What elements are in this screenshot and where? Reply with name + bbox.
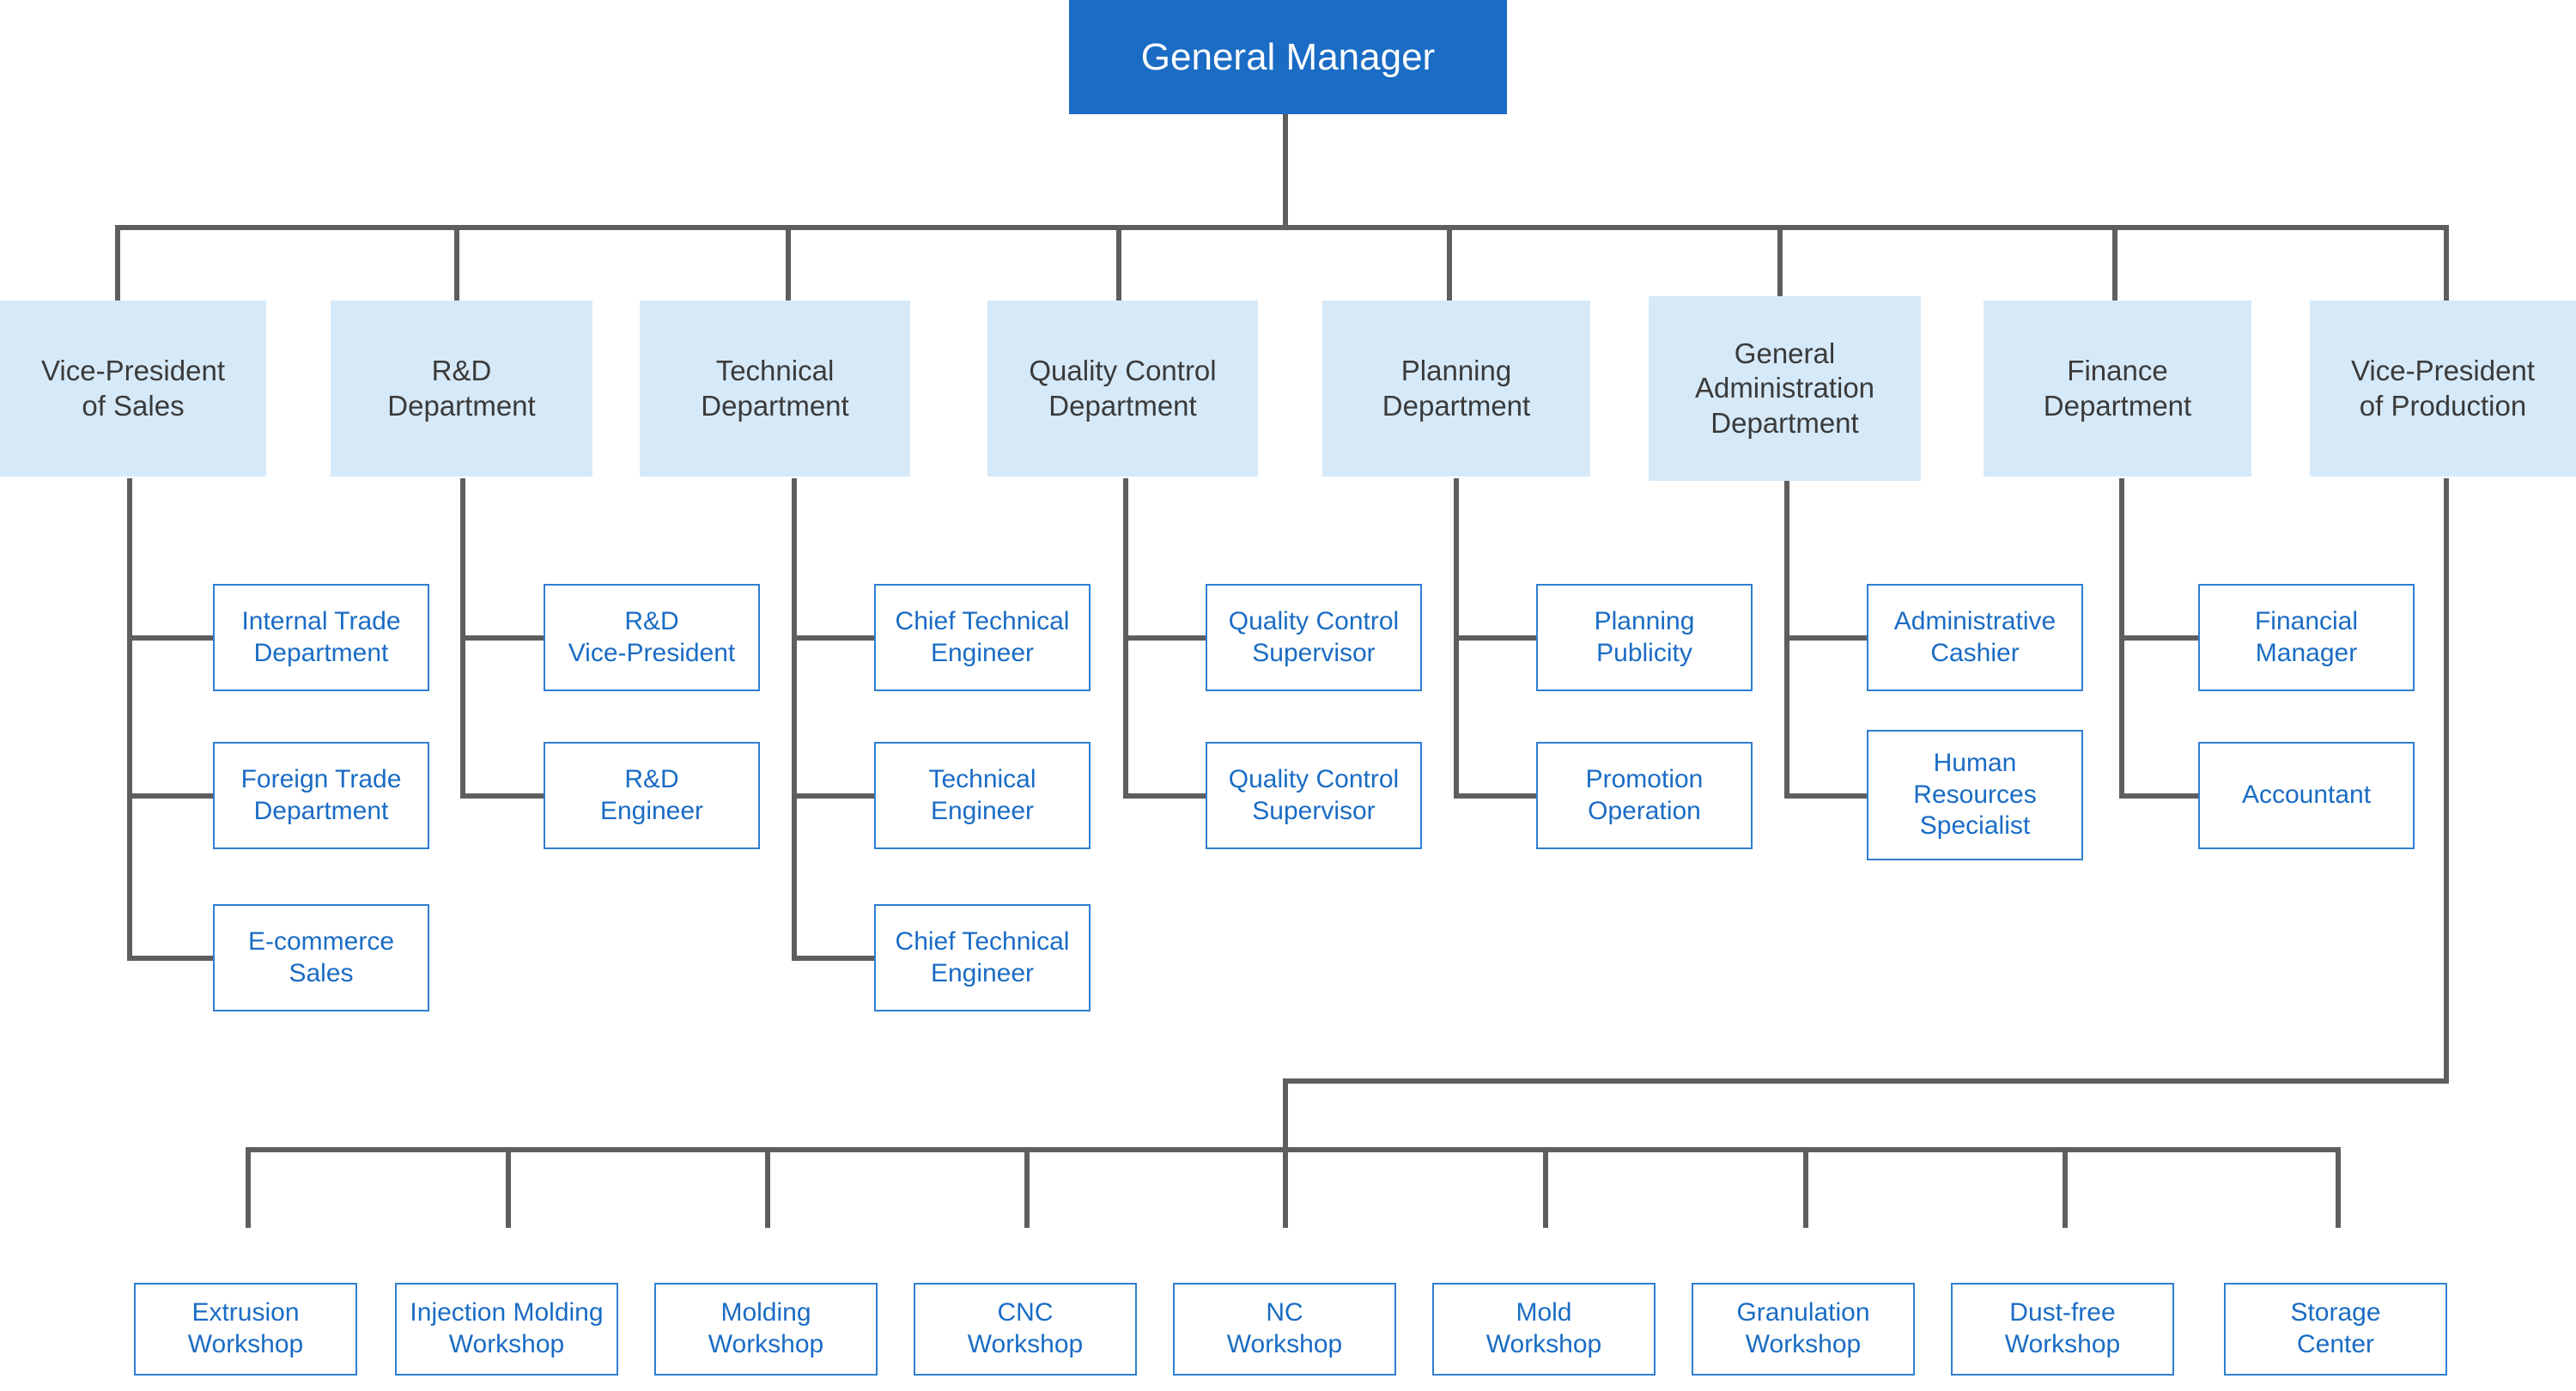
connector-stub-finance — [2112, 225, 2117, 301]
connector-spine-vp-production — [2444, 478, 2449, 1084]
node-dust-free-workshop[interactable]: Dust-free Workshop — [1951, 1283, 2174, 1376]
node-quality-control-supervisor-1[interactable]: Quality Control Supervisor — [1206, 584, 1422, 691]
connector-stub-injection-molding-workshop — [506, 1147, 511, 1228]
node-planning-publicity[interactable]: Planning Publicity — [1536, 584, 1753, 691]
node-accountant[interactable]: Accountant — [2198, 742, 2415, 849]
node-quality-control-department[interactable]: Quality Control Department — [987, 301, 1258, 477]
node-technical-department[interactable]: Technical Department — [640, 301, 910, 477]
connector-branch-rd-engineer — [460, 793, 546, 799]
connector-branch-ecommerce-sales — [127, 956, 213, 961]
node-ecommerce-sales[interactable]: E-commerce Sales — [213, 904, 429, 1011]
connector-branch-chief-technical-engineer-1 — [792, 635, 878, 641]
connector-workshop-bus — [246, 1147, 2341, 1152]
connector-stub-dust-free-workshop — [2063, 1147, 2068, 1228]
connector-branch-technical-engineer — [792, 793, 878, 799]
connector-branch-administrative-cashier — [1784, 635, 1870, 641]
node-rd-vice-president[interactable]: R&D Vice-President — [544, 584, 760, 691]
connector-branch-planning-publicity — [1454, 635, 1540, 641]
node-granulation-workshop[interactable]: Granulation Workshop — [1692, 1283, 1915, 1376]
node-general-manager[interactable]: General Manager — [1069, 0, 1507, 114]
node-chief-technical-engineer-1[interactable]: Chief Technical Engineer — [874, 584, 1091, 691]
connector-spine-vp-sales — [127, 478, 132, 961]
connector-branch-qc-supervisor-2 — [1123, 793, 1209, 799]
connector-branch-internal-trade — [127, 635, 213, 641]
connector-stub-planning — [1447, 225, 1452, 301]
node-financial-manager[interactable]: Financial Manager — [2198, 584, 2415, 691]
connector-branch-financial-manager — [2119, 635, 2205, 641]
connector-stub-storage-center — [2336, 1147, 2341, 1228]
node-technical-engineer[interactable]: Technical Engineer — [874, 742, 1091, 849]
connector-root-stem — [1283, 114, 1288, 228]
node-foreign-trade-department[interactable]: Foreign Trade Department — [213, 742, 429, 849]
node-planning-department[interactable]: Planning Department — [1322, 301, 1590, 477]
node-mold-workshop[interactable]: Mold Workshop — [1432, 1283, 1656, 1376]
node-molding-workshop[interactable]: Molding Workshop — [654, 1283, 878, 1376]
node-cnc-workshop[interactable]: CNC Workshop — [914, 1283, 1137, 1376]
node-promotion-operation[interactable]: Promotion Operation — [1536, 742, 1753, 849]
connector-branch-foreign-trade — [127, 793, 213, 799]
node-vice-president-of-sales[interactable]: Vice-President of Sales — [0, 301, 266, 477]
connector-stub-nc-workshop — [1283, 1147, 1288, 1228]
connector-stub-cnc-workshop — [1024, 1147, 1030, 1228]
connector-production-elbow-horizontal — [1283, 1078, 2449, 1084]
connector-branch-accountant — [2119, 793, 2205, 799]
node-extrusion-workshop[interactable]: Extrusion Workshop — [134, 1283, 357, 1376]
node-rd-department[interactable]: R&D Department — [331, 301, 592, 477]
node-storage-center[interactable]: Storage Center — [2224, 1283, 2447, 1376]
connector-branch-hr-specialist — [1784, 793, 1870, 799]
connector-spine-technical — [792, 478, 797, 961]
connector-branch-promotion-operation — [1454, 793, 1540, 799]
node-vice-president-of-production[interactable]: Vice-President of Production — [2310, 301, 2576, 477]
connector-stub-vp-sales — [115, 225, 120, 301]
connector-stub-granulation-workshop — [1803, 1147, 1808, 1228]
node-administrative-cashier[interactable]: Administrative Cashier — [1867, 584, 2083, 691]
connector-branch-chief-technical-engineer-2 — [792, 956, 878, 961]
node-general-administration-department[interactable]: General Administration Department — [1649, 296, 1921, 481]
connector-stub-rd — [454, 225, 459, 301]
connector-level1-bus — [115, 225, 2449, 230]
node-injection-molding-workshop[interactable]: Injection Molding Workshop — [395, 1283, 618, 1376]
node-human-resources-specialist[interactable]: Human Resources Specialist — [1867, 730, 2083, 860]
connector-stub-molding-workshop — [765, 1147, 770, 1228]
connector-branch-rd-vice-president — [460, 635, 546, 641]
connector-stub-quality-control — [1116, 225, 1121, 301]
connector-production-drop — [1283, 1078, 1288, 1152]
connector-stub-general-admin — [1777, 225, 1783, 301]
node-rd-engineer[interactable]: R&D Engineer — [544, 742, 760, 849]
connector-branch-qc-supervisor-1 — [1123, 635, 1209, 641]
node-internal-trade-department[interactable]: Internal Trade Department — [213, 584, 429, 691]
node-quality-control-supervisor-2[interactable]: Quality Control Supervisor — [1206, 742, 1422, 849]
node-finance-department[interactable]: Finance Department — [1984, 301, 2251, 477]
connector-stub-mold-workshop — [1543, 1147, 1548, 1228]
node-chief-technical-engineer-2[interactable]: Chief Technical Engineer — [874, 904, 1091, 1011]
connector-stub-extrusion-workshop — [246, 1147, 251, 1228]
connector-stub-technical — [786, 225, 791, 301]
connector-stub-vp-production — [2444, 225, 2449, 301]
node-nc-workshop[interactable]: NC Workshop — [1173, 1283, 1396, 1376]
